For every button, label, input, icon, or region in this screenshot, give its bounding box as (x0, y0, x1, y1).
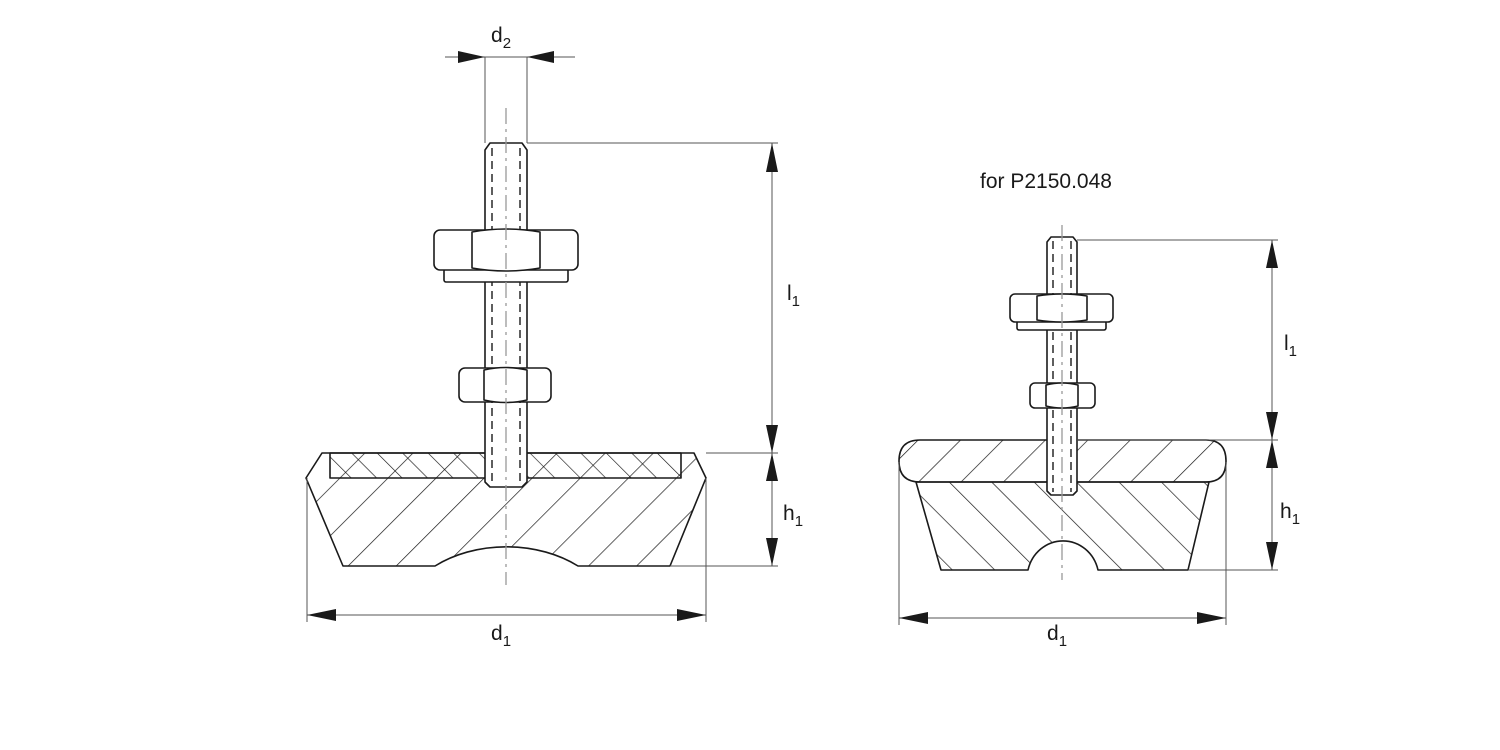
svg-text:d2: d2 (491, 24, 511, 52)
left-leveling-foot: d2 l1 h1 d1 (305, 24, 803, 650)
svg-text:l1: l1 (1284, 332, 1297, 360)
left-hex-nut-small (458, 366, 552, 404)
svg-text:d1: d1 (491, 622, 511, 650)
left-dimension-d1: d1 (306, 478, 707, 650)
svg-text:l1: l1 (787, 282, 800, 310)
right-dimension-d1: d1 (898, 462, 1227, 650)
right-dimension-l1-h1: l1 h1 (1077, 239, 1300, 571)
left-base-body (305, 452, 707, 567)
right-leveling-foot: l1 h1 d1 (898, 225, 1300, 650)
left-dimension-l1-h1: l1 h1 (527, 142, 803, 567)
variant-caption: for P2150.048 (980, 170, 1112, 193)
svg-text:h1: h1 (783, 502, 803, 530)
left-dimension-d2: d2 (445, 24, 575, 143)
right-hex-nut-small (1029, 382, 1096, 409)
svg-text:d1: d1 (1047, 622, 1067, 650)
svg-text:h1: h1 (1280, 500, 1300, 528)
